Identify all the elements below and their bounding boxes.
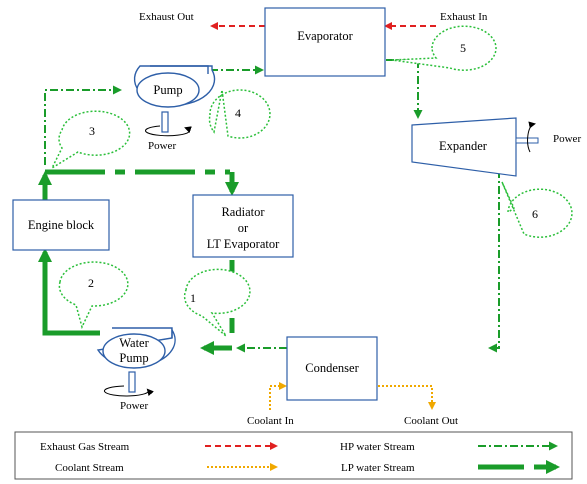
exhaust-out-label: Exhaust Out	[139, 11, 194, 23]
pump-label: Pump	[153, 83, 182, 97]
legend-hp-label: HP water Stream	[340, 441, 415, 453]
exhaust-in-label: Exhaust In	[440, 11, 488, 23]
callout-2-label: 2	[88, 276, 94, 290]
callout-1	[183, 268, 251, 337]
radiator-block	[192, 194, 294, 258]
water-pump-label-1: Water	[119, 336, 149, 350]
legend-coolant-label: Coolant Stream	[55, 462, 124, 474]
radiator-label-1: Radiator	[221, 205, 265, 219]
coolant-in-label: Coolant In	[247, 415, 294, 427]
evaporator-block	[264, 7, 386, 77]
callout-3-label: 3	[89, 124, 95, 138]
legend-exhaust-label: Exhaust Gas Stream	[40, 441, 130, 453]
water-pump-icon	[96, 327, 176, 397]
radiator-label-3: LT Evaporator	[207, 237, 280, 251]
callout-1-label: 1	[190, 291, 196, 305]
coolant-stream	[269, 382, 436, 410]
lp-water-stream	[38, 169, 239, 355]
water-pump-power-label: Power	[120, 400, 148, 412]
expander-label: Expander	[439, 139, 488, 153]
evaporator-label: Evaporator	[297, 29, 353, 43]
coolant-out-label: Coolant Out	[404, 415, 458, 427]
engine-block	[12, 199, 110, 251]
radiator-label-2: or	[238, 221, 249, 235]
callout-3	[50, 110, 131, 171]
condenser-label: Condenser	[305, 361, 359, 375]
pump-icon	[133, 65, 216, 137]
engine-block-label: Engine block	[28, 218, 95, 232]
legend: Exhaust Gas Stream HP water Stream Coola…	[14, 431, 573, 480]
callout-6-label: 6	[532, 207, 538, 221]
callout-2	[58, 261, 129, 330]
callout-4	[208, 89, 271, 139]
expander-shaft	[515, 121, 539, 153]
pump-power-label: Power	[148, 140, 176, 152]
callout-6	[501, 181, 573, 238]
expander-power-label: Power	[553, 133, 581, 145]
callout-5	[391, 25, 497, 71]
callout-4-label: 4	[235, 106, 241, 120]
water-pump-label-2: Pump	[119, 351, 148, 365]
callout-5-label: 5	[460, 41, 466, 55]
legend-lp-label: LP water Stream	[341, 462, 415, 474]
expander-block	[411, 117, 517, 177]
condenser-block	[286, 336, 378, 401]
